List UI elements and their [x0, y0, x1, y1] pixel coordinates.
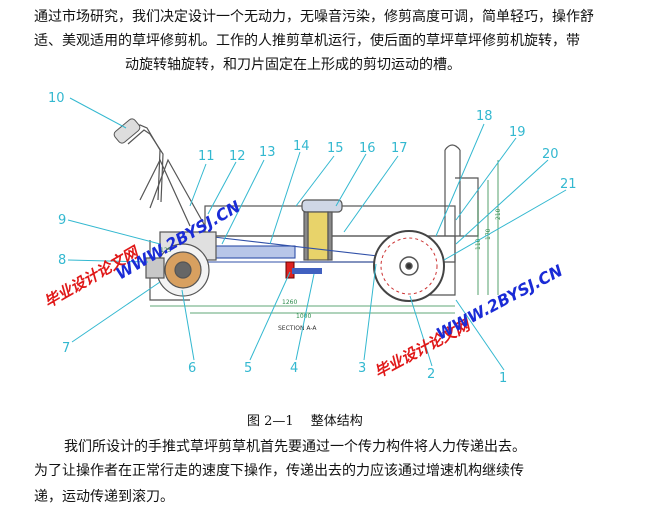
part-number-6: 6 [188, 361, 196, 376]
dim-label-210: 210 [495, 208, 502, 220]
intro-line-1: 通过市场研究，我们决定设计一个无动力，无噪音污染，修剪高度可调，简单轻巧，操作舒 [34, 9, 594, 25]
blade-shaft [204, 235, 396, 263]
handle-grip [113, 118, 141, 144]
part-number-9: 9 [58, 213, 66, 228]
part-number-16: 16 [359, 141, 376, 156]
callout-leaders [67, 97, 567, 371]
part-number-5: 5 [244, 361, 252, 376]
figure-caption: 图 2—1 整体结构 [247, 414, 363, 429]
dim-label-125: 125 [160, 247, 172, 254]
part-number-2: 2 [427, 367, 435, 382]
part-number-3: 3 [358, 361, 366, 376]
part-number-15: 15 [327, 141, 344, 156]
paragraph-line-3: 递，运动传递到滚刀。 [34, 489, 174, 505]
dim-label-1000: 1000 [296, 313, 311, 320]
paragraph-line-2: 为了让操作者在正常行走的速度下操作，传递出去的力应该通过增速机构继续传 [34, 463, 524, 479]
front-wheel [373, 230, 445, 302]
dim-label-1260: 1260 [282, 299, 297, 306]
rear-roller [145, 231, 217, 297]
intro-line-2: 适、美观适用的草坪修剪机。工作的人推剪草机运行，使后面的草坪草坪修剪机旋转，带 [34, 33, 580, 49]
part-number-10: 10 [48, 91, 65, 106]
section-label: SECTION A-A [278, 325, 317, 332]
handle [124, 124, 206, 227]
dim-label-110: 110 [475, 238, 482, 250]
part-number-1: 1 [499, 371, 507, 386]
mower-assembly-drawing: 1260 1000 110 170 210 125 SECTION A-A 10… [41, 91, 577, 386]
part-number-21: 21 [560, 177, 577, 192]
part-number-4: 4 [290, 361, 298, 376]
part-number-19: 19 [509, 125, 526, 140]
part-number-18: 18 [476, 109, 493, 124]
part-number-14: 14 [293, 139, 310, 154]
watermark-url-right: WWW.2BYSJ.CN [433, 261, 566, 344]
dimensions [150, 160, 499, 314]
paragraph-line-1: 我们所设计的手推式草坪剪草机首先要通过一个传力构件将人力传递出去。 [64, 439, 526, 455]
intro-line-3: 动旋转轴旋转，和刀片固定在上形成的剪切运动的槽。 [125, 57, 461, 73]
blue-link [292, 268, 322, 274]
part-number-7: 7 [62, 341, 70, 356]
part-number-13: 13 [259, 145, 276, 160]
part-number-20: 20 [542, 147, 559, 162]
part-number-17: 17 [391, 141, 408, 156]
part-number-8: 8 [58, 253, 66, 268]
part-number-12: 12 [229, 149, 246, 164]
part-number-11: 11 [198, 149, 215, 164]
